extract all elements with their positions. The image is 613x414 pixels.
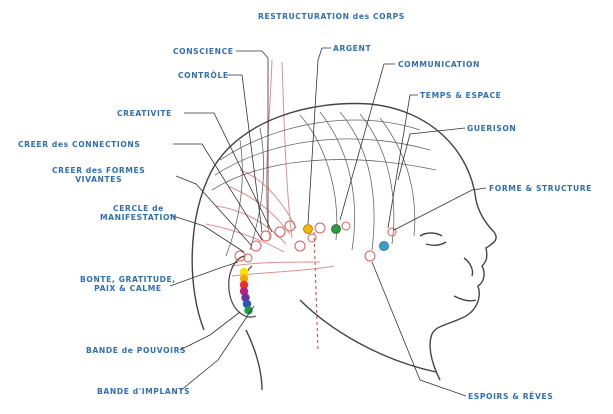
label-communication: COMMUNICATION: [398, 60, 480, 69]
central-dashed-line: [314, 232, 318, 350]
label-creer-formes-line2: VIVANTES: [52, 175, 145, 184]
argent-point: [304, 225, 313, 234]
head-outline: [192, 104, 496, 390]
label-cercle-manifestation: CERCLE de MANIFESTATION: [100, 204, 177, 222]
label-bonte-line2: PAIX & CALME: [80, 284, 176, 293]
label-bande-implants: BANDE d'IMPLANTS: [97, 387, 190, 396]
label-conscience: CONSCIENCE: [173, 47, 234, 56]
label-guerison: GUERISON: [467, 124, 516, 133]
rainbow-band: [240, 268, 253, 315]
communication-point: [332, 225, 341, 234]
label-cercle-line2: MANIFESTATION: [100, 213, 177, 222]
label-temps-espace: TEMPS & ESPACE: [420, 91, 501, 100]
label-espoirs-reves: ESPOIRS & RÊVES: [468, 392, 553, 401]
label-argent: ARGENT: [333, 44, 371, 53]
energy-overlay: [206, 60, 334, 276]
energy-circles: [235, 221, 396, 262]
label-bonte: BONTE, GRATITUDE, PAIX & CALME: [80, 275, 176, 293]
label-forme-structure: FORME & STRUCTURE: [489, 184, 592, 193]
label-creer-connections: CREER des CONNECTIONS: [18, 140, 140, 149]
forme-structure-point: [380, 242, 389, 251]
label-restructuration: RESTRUCTURATION des CORPS: [258, 12, 405, 21]
label-bande-pouvoirs: BANDE de POUVOIRS: [86, 346, 186, 355]
label-creer-formes-line1: CREER des FORMES: [52, 166, 145, 175]
label-bonte-line1: BONTE, GRATITUDE,: [80, 275, 176, 284]
leader-lines: [170, 48, 486, 396]
label-creer-formes: CREER des FORMES VIVANTES: [52, 166, 145, 184]
label-controle: CONTRÔLE: [178, 71, 229, 80]
label-cercle-line1: CERCLE de: [100, 204, 177, 213]
label-creativite: CREATIVITE: [117, 109, 172, 118]
